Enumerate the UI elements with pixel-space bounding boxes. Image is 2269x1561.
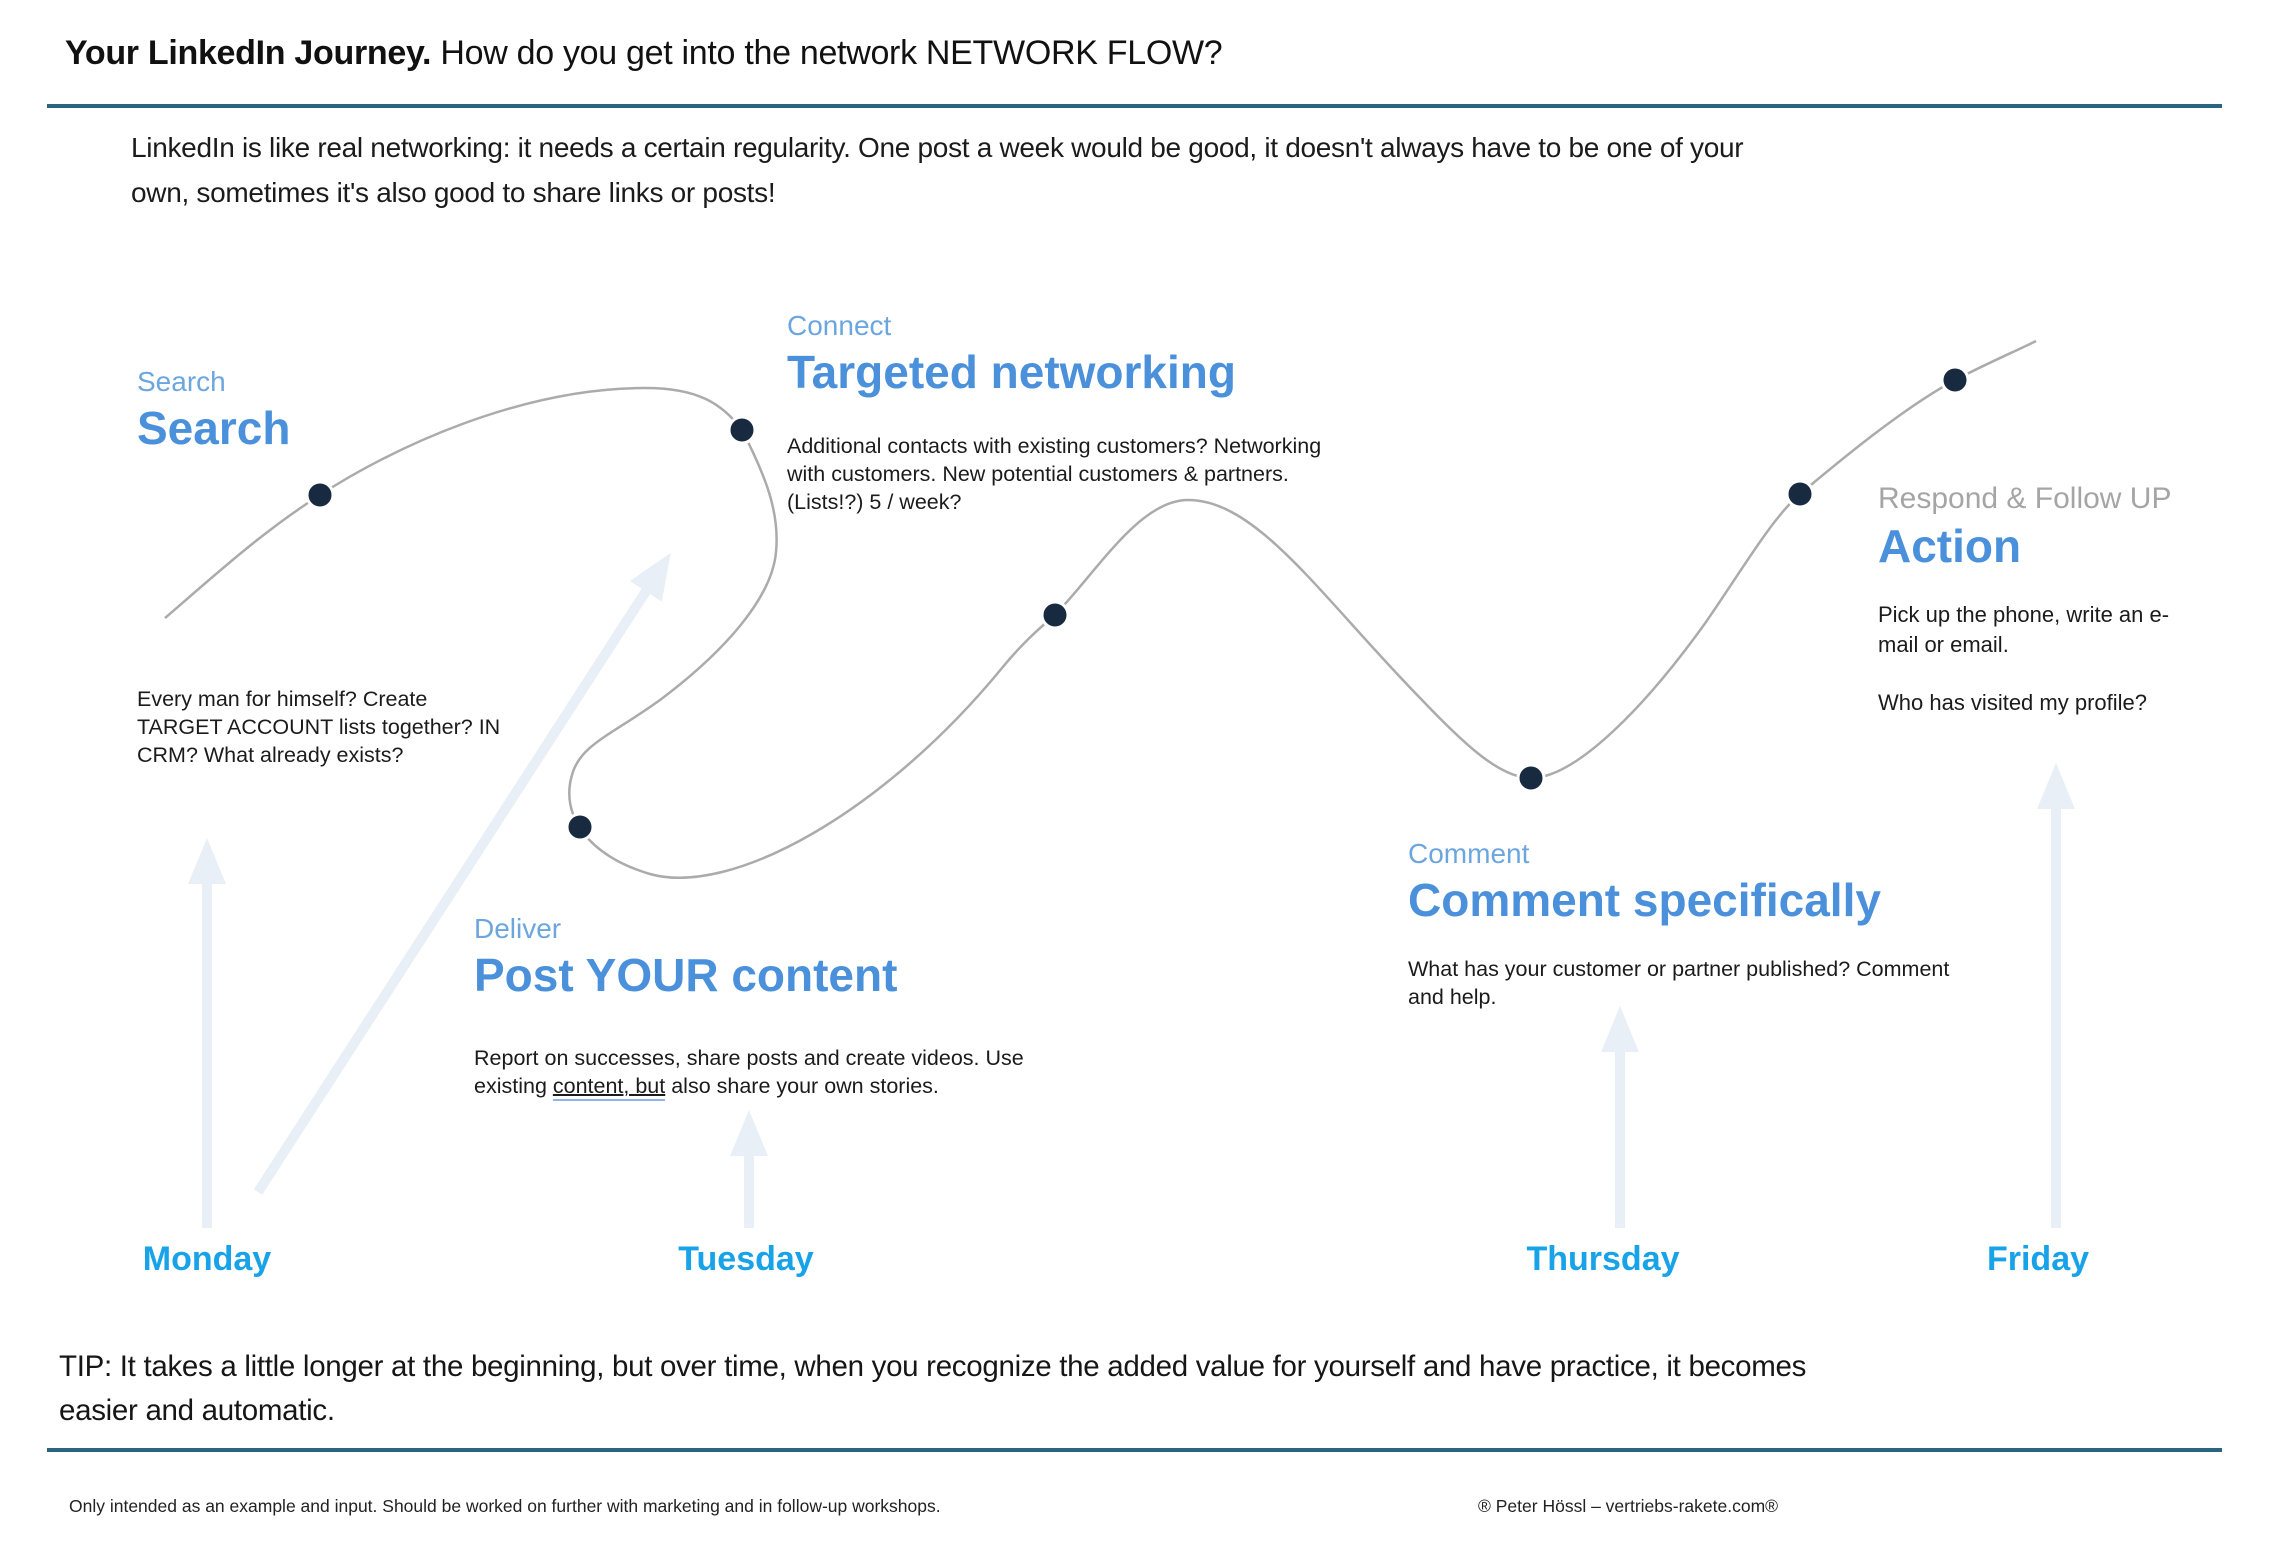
deliver-desc-underlined: content, but bbox=[552, 1074, 666, 1101]
milestone-dot-search bbox=[305, 480, 335, 510]
page-title-rest: How do you get into the network NETWORK … bbox=[431, 34, 1223, 72]
stage-respond-description: Pick up the phone, write an e- mail or e… bbox=[1878, 600, 2169, 660]
respond-desc-line: Who has visited my profile? bbox=[1878, 690, 2147, 715]
milestone-dot-mid bbox=[1040, 600, 1070, 630]
milestone-dot-respond bbox=[1785, 479, 1815, 509]
stage-connect: Connect Targeted networking bbox=[787, 310, 1236, 399]
stage-respond-question: Who has visited my profile? bbox=[1878, 688, 2147, 718]
journey-curve bbox=[164, 339, 2037, 879]
connect-desc-line: with customers. New potential customers … bbox=[787, 462, 1289, 486]
header-divider bbox=[47, 104, 2222, 108]
day-label-monday: Monday bbox=[142, 1240, 272, 1278]
stage-deliver-label: Deliver bbox=[474, 913, 562, 944]
day-label-tuesday: Tuesday bbox=[678, 1240, 814, 1278]
day-label-thursday: Thursday bbox=[1526, 1240, 1680, 1278]
tip-line-2: easier and automatic. bbox=[59, 1394, 335, 1427]
stage-search: Search Search bbox=[137, 366, 290, 455]
search-desc-line: Every man for himself? Create bbox=[137, 687, 428, 711]
stage-deliver: Deliver Post YOUR content bbox=[474, 913, 897, 1002]
day-label-friday: Friday bbox=[1986, 1240, 2090, 1278]
deliver-desc-post: also share your own stories. bbox=[665, 1074, 939, 1098]
search-desc-line: TARGET ACCOUNT lists together? IN bbox=[137, 715, 501, 739]
tip-paragraph: TIP: It takes a little longer at the beg… bbox=[59, 1345, 1806, 1433]
footer-divider bbox=[47, 1448, 2222, 1452]
deliver-desc-pre: existing bbox=[474, 1074, 553, 1098]
stage-search-label: Search bbox=[137, 366, 226, 397]
stage-comment: Comment Comment specifically bbox=[1408, 838, 1881, 927]
milestone-dot-connect bbox=[727, 415, 757, 445]
comment-desc-line: What has your customer or partner publis… bbox=[1408, 957, 1950, 981]
stage-comment-heading: Comment specifically bbox=[1408, 874, 1881, 926]
intro-line-2: own, sometimes it's also good to share l… bbox=[131, 177, 776, 208]
stage-connect-heading: Targeted networking bbox=[787, 346, 1236, 398]
stage-comment-description: What has your customer or partner publis… bbox=[1408, 955, 1949, 1011]
milestone-dot-action bbox=[1940, 365, 1970, 395]
stage-connect-label: Connect bbox=[787, 310, 892, 341]
deliver-desc-line: existing content, but also share your ow… bbox=[474, 1072, 1024, 1101]
respond-desc-line: Pick up the phone, write an e- bbox=[1878, 602, 2170, 627]
milestone-dot-deliver bbox=[565, 812, 595, 842]
stage-connect-description: Additional contacts with existing custom… bbox=[787, 432, 1321, 516]
monday-diagonal-arrow bbox=[253, 552, 671, 1195]
search-desc-line: CRM? What already exists? bbox=[137, 743, 404, 767]
connect-desc-line: (Lists!?) 5 / week? bbox=[787, 490, 962, 514]
stage-deliver-description: Report on successes, share posts and cre… bbox=[474, 1044, 1024, 1101]
milestone-dot-comment bbox=[1516, 763, 1546, 793]
stage-respond-label: Respond & Follow UP bbox=[1878, 482, 2172, 515]
stage-respond-heading: Action bbox=[1878, 520, 2022, 572]
intro-line-1: LinkedIn is like real networking: it nee… bbox=[131, 132, 1744, 163]
tip-line-1: TIP: It takes a little longer at the beg… bbox=[59, 1350, 1807, 1383]
footer-disclaimer: Only intended as an example and input. S… bbox=[69, 1496, 941, 1516]
page-title-bold: Your LinkedIn Journey. bbox=[65, 34, 432, 72]
page-title: Your LinkedIn Journey. How do you get in… bbox=[65, 34, 1223, 73]
stage-search-heading: Search bbox=[137, 402, 291, 454]
comment-desc-line: and help. bbox=[1408, 985, 1497, 1009]
footer-credit: ® Peter Hössl – vertriebs-rakete.com® bbox=[1478, 1496, 1779, 1516]
deliver-desc-line: Report on successes, share posts and cre… bbox=[474, 1046, 1024, 1070]
stage-search-description: Every man for himself? Create TARGET ACC… bbox=[137, 685, 500, 769]
stage-deliver-heading: Post YOUR content bbox=[474, 949, 898, 1001]
connect-desc-line: Additional contacts with existing custom… bbox=[787, 434, 1322, 458]
stage-respond: Respond & Follow UP Action bbox=[1878, 482, 2171, 573]
respond-desc-line: mail or email. bbox=[1878, 632, 2009, 657]
intro-paragraph: LinkedIn is like real networking: it nee… bbox=[131, 125, 1744, 215]
stage-comment-label: Comment bbox=[1408, 838, 1530, 869]
